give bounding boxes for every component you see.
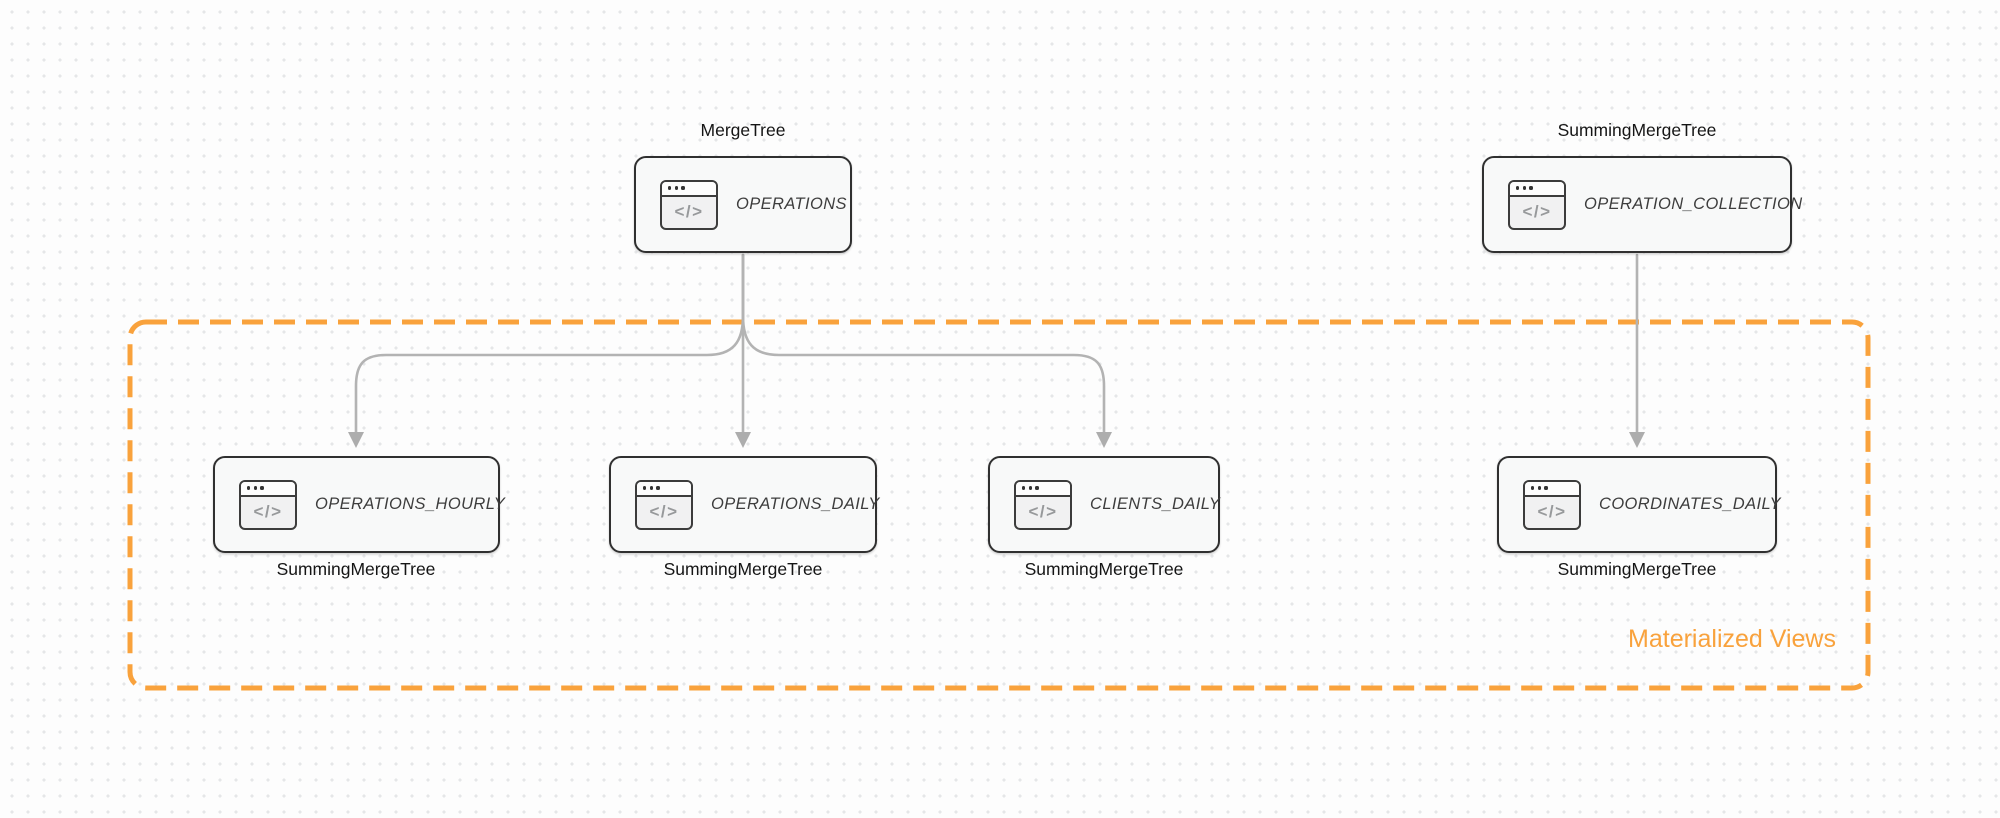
engine-label-summingmergetree-clients: SummingMergeTree [1024, 559, 1184, 579]
window-dot [681, 186, 685, 190]
code-glyph: </> [674, 202, 704, 221]
node-title: OPERATION_COLLECTION [1584, 195, 1803, 213]
node-operations-hourly[interactable]: </> OPERATIONS_HOURLY [213, 456, 505, 553]
node-clients-daily[interactable]: </> CLIENTS_DAILY [988, 456, 1220, 553]
node-operation-collection[interactable]: </> OPERATION_COLLECTION [1482, 156, 1802, 253]
window-dot [649, 486, 653, 490]
node-operations-daily[interactable]: </> OPERATIONS_DAILY [609, 456, 880, 553]
engine-label-summingmergetree-daily: SummingMergeTree [663, 559, 823, 579]
arrowhead-operations-daily [735, 432, 751, 448]
window-bar [1510, 181, 1564, 197]
window-dot [247, 486, 251, 490]
code-glyph: </> [253, 502, 283, 521]
window-dot [260, 486, 264, 490]
window-dot [674, 186, 678, 190]
node-title: OPERATIONS_HOURLY [315, 495, 506, 513]
window-bar [637, 481, 691, 497]
materialized-views-group-frame[interactable] [127, 319, 1871, 691]
window-dot [1522, 186, 1526, 190]
window-dot [1529, 186, 1533, 190]
node-title: OPERATIONS [736, 195, 847, 213]
code-glyph: </> [649, 502, 679, 521]
code-glyph: </> [1522, 202, 1552, 221]
window-dot [1537, 486, 1541, 490]
window-bar [1016, 481, 1070, 497]
code-glyph: </> [1028, 502, 1058, 521]
engine-label-summingmergetree-top: SummingMergeTree [1557, 120, 1717, 140]
window-dot [643, 486, 647, 490]
window-dot [656, 486, 660, 490]
window-dot [1028, 486, 1032, 490]
node-operations[interactable]: </> OPERATIONS [634, 156, 852, 253]
window-dot [253, 486, 257, 490]
code-window-icon: </> [239, 479, 297, 530]
node-title: OPERATIONS_DAILY [711, 495, 880, 513]
engine-label-summingmergetree-coordinates: SummingMergeTree [1557, 559, 1717, 579]
window-bar [1525, 481, 1579, 497]
edge-operations-to-operations-hourly[interactable] [354, 253, 745, 434]
code-window-icon: </> [1523, 479, 1581, 530]
code-window-icon: </> [660, 179, 718, 230]
window-dot [1516, 186, 1520, 190]
code-glyph: </> [1537, 502, 1567, 521]
node-title: COORDINATES_DAILY [1599, 495, 1781, 513]
window-dot [1022, 486, 1026, 490]
window-dot [1544, 486, 1548, 490]
arrowhead-clients-daily [1096, 432, 1112, 448]
edge-operations-to-clients-daily[interactable] [741, 253, 1106, 434]
engine-label-summingmergetree-hourly: SummingMergeTree [276, 559, 436, 579]
window-dot [668, 186, 672, 190]
window-dot [1035, 486, 1039, 490]
arrowhead-operations-hourly [348, 432, 364, 448]
window-dot [1531, 486, 1535, 490]
window-bar [662, 181, 716, 197]
node-title: CLIENTS_DAILY [1090, 495, 1221, 513]
code-window-icon: </> [635, 479, 693, 530]
code-window-icon: </> [1014, 479, 1072, 530]
window-bar [241, 481, 295, 497]
engine-label-mergetree: MergeTree [700, 120, 786, 140]
code-window-icon: </> [1508, 179, 1566, 230]
node-coordinates-daily[interactable]: </> COORDINATES_DAILY [1497, 456, 1781, 553]
group-label-materialized-views[interactable]: Materialized Views [1628, 625, 1836, 653]
arrowhead-coordinates-daily [1629, 432, 1645, 448]
